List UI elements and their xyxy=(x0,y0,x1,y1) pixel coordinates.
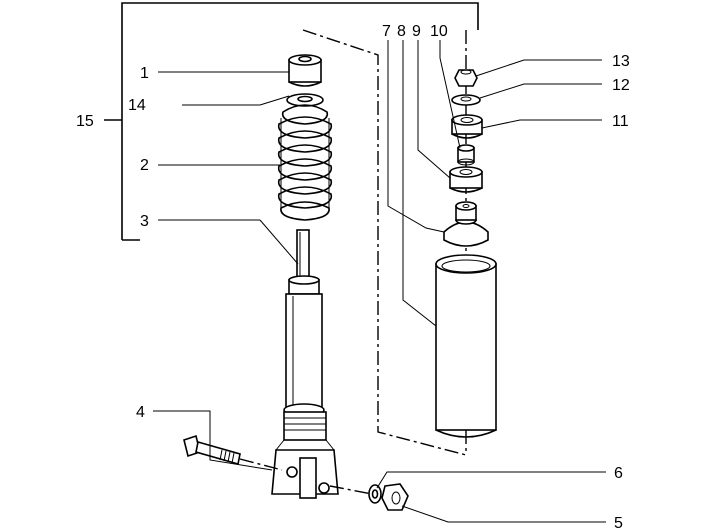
spacer-part xyxy=(457,144,475,166)
callout-15: 15 xyxy=(76,113,94,130)
bolt-nut-part xyxy=(381,483,409,511)
top-bushing-part xyxy=(288,54,322,87)
shock-absorber-part xyxy=(271,229,339,499)
callout-14: 14 xyxy=(128,97,146,114)
top-mount-part xyxy=(443,201,489,247)
upper-rubber-part xyxy=(451,114,483,139)
bolt-part xyxy=(183,434,373,495)
callout-2: 2 xyxy=(140,157,149,174)
callout-13: 13 xyxy=(612,53,630,70)
callout-3: 3 xyxy=(140,213,149,230)
callout-7: 7 xyxy=(382,23,391,40)
assembly-bracket xyxy=(104,2,479,241)
callout-6: 6 xyxy=(614,465,623,482)
spring-washer-part xyxy=(286,93,324,107)
callout-1: 1 xyxy=(140,65,149,82)
callout-12: 12 xyxy=(612,77,630,94)
callout-5: 5 xyxy=(614,515,623,532)
callout-4: 4 xyxy=(136,404,145,421)
callout-9: 9 xyxy=(412,23,421,40)
coil-spring-part xyxy=(277,104,333,221)
dust-cover-part xyxy=(435,254,497,438)
leader-lines xyxy=(153,40,606,523)
lower-rubber-part xyxy=(449,166,483,193)
callout-labels: 1 14 2 3 15 4 6 5 7 8 9 10 13 12 11 xyxy=(76,23,630,532)
callout-11: 11 xyxy=(612,113,629,130)
top-nut-part xyxy=(454,69,478,87)
top-washer-part xyxy=(451,94,481,106)
bolt-washer-part xyxy=(368,484,382,504)
callout-10: 10 xyxy=(430,23,448,40)
callout-8: 8 xyxy=(397,23,406,40)
